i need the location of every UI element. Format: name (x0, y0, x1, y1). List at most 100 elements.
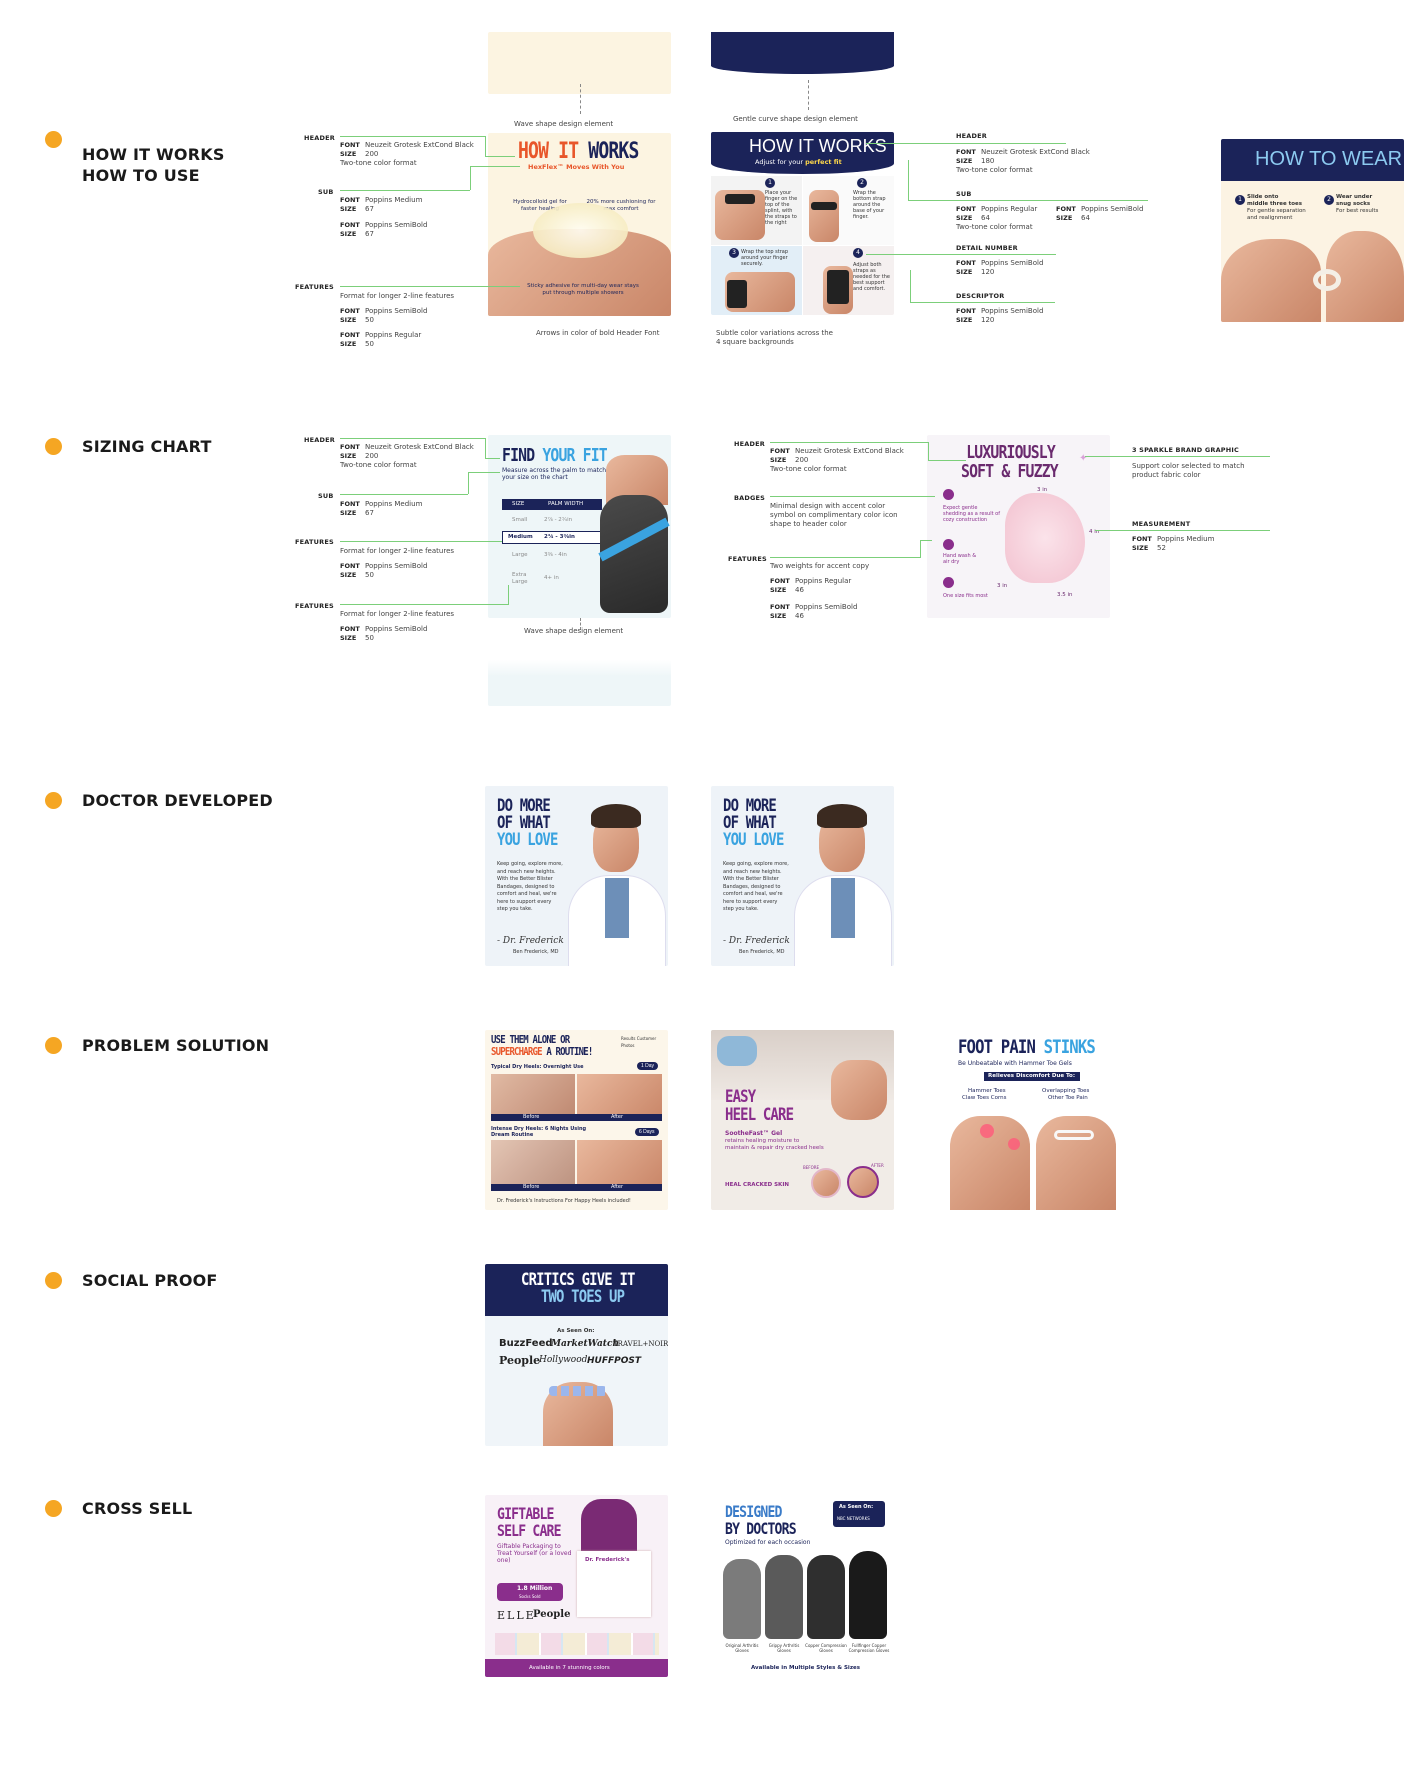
glove-1 (723, 1559, 761, 1639)
val: Minimal design with accent color (770, 502, 886, 510)
pain-highlight (980, 1124, 994, 1138)
card-how-it-works-splint: HOW IT WORKS Adjust for your perfect fit… (711, 132, 894, 315)
step-text-4: Adjust both straps as needed for the bes… (853, 262, 891, 292)
val: Poppins Medium (1157, 535, 1215, 543)
val: 67 (365, 205, 374, 213)
key: FONT (1132, 535, 1152, 543)
val: Format for longer 2-line features (340, 292, 455, 300)
val: 50 (365, 571, 374, 579)
section-label-problem-solution: PROBLEM SOLUTION (82, 1036, 270, 1055)
dashed-pointer (808, 80, 809, 110)
tag-features: FEATURES (295, 538, 334, 546)
doctor-hair (591, 804, 641, 828)
card-designed-by-doctors: DESIGNED BY DOCTORS As Seen On: NBC NETW… (711, 1495, 894, 1677)
badge-1-day: 1 Day (637, 1062, 659, 1070)
val: Two-tone color format (770, 465, 847, 473)
guide-line (340, 136, 485, 137)
bold: Slide onto (1247, 194, 1279, 200)
title-line: TWO TOES UP (540, 1287, 625, 1307)
val: 64 (981, 214, 990, 222)
customer-photos-label: Results Customer Photos (621, 1036, 657, 1048)
title-part-accent: STINKS (1043, 1036, 1096, 1058)
bullet-dot (45, 131, 62, 148)
guide-line (485, 438, 486, 458)
sparkle-icon: ✦ (1079, 453, 1088, 464)
key: SIZE (340, 571, 357, 579)
footer-band (485, 1659, 668, 1677)
doctor-shirt (605, 878, 629, 938)
note-minimal: Minimal design with accent color symbol … (770, 502, 898, 529)
key: FONT (770, 603, 790, 611)
val: 4 square backgrounds (716, 338, 794, 346)
size-table-header (502, 499, 602, 510)
after-label: After (611, 1184, 624, 1190)
signature: - Dr. Frederick (723, 936, 790, 946)
badge-text-2: Hand wash & air dry (943, 553, 977, 565)
key: SIZE (340, 316, 357, 324)
step-text-1: Place your finger on the top of the spli… (765, 190, 798, 226)
val: Poppins Regular (981, 205, 1038, 213)
step-number-2: 2 (857, 178, 867, 188)
key: FONT (340, 562, 360, 570)
logo-people: People (533, 1609, 571, 1620)
guide-line (770, 496, 935, 497)
social-title: CRITICS GIVE IT TWO TOES UP (521, 1272, 660, 1306)
note-gentle: Gentle curve shape design element (733, 115, 858, 123)
guide-line (485, 136, 486, 156)
badge-icon-1 (943, 489, 954, 500)
val: Format for longer 2-line features (340, 610, 455, 618)
guide-line (470, 166, 520, 167)
val: Two weights for accent copy (770, 562, 870, 570)
key: FONT (340, 141, 360, 149)
val: Two-tone color format (956, 223, 1033, 231)
key: SIZE (956, 316, 973, 324)
key: SIZE (770, 586, 787, 594)
blister-bandage (533, 203, 628, 258)
label-line: HOW IT WORKS (82, 145, 225, 164)
title-line: SELF CARE (497, 1521, 562, 1540)
callout-gel: Hydrocolloid gel for faster healing (513, 199, 567, 212)
val: 67 (365, 230, 374, 238)
glove-label-4: Fullfinger Copper Compression Gloves (848, 1643, 890, 1653)
doctor-body: Keep going, explore more, and reach new … (723, 861, 789, 912)
caption-bar (491, 1114, 662, 1121)
doctor-title: DO MORE OF WHAT YOU LOVE (723, 798, 797, 849)
guide-line (340, 494, 468, 495)
row-small-width: 2⅞ - 2¾in (544, 517, 573, 523)
note-support: Support color selected to match product … (1132, 462, 1245, 480)
tag-features: FEATURES (295, 283, 334, 291)
doctor-name: Ben Frederick, MD (739, 949, 785, 955)
glove-label-1: Original Arthritis Gloves (725, 1643, 759, 1653)
card-title: FIND YOUR FIT (502, 445, 630, 466)
key: SIZE (340, 150, 357, 158)
logo-huffpost: HUFFPOST (587, 1356, 642, 1366)
val: 46 (795, 612, 804, 620)
guide-line (770, 442, 928, 443)
tag-features: FEATURES (728, 555, 767, 563)
logo-elle: ELLE (497, 1609, 536, 1622)
tag-detail-number: DETAIL NUMBER (956, 244, 1018, 252)
badge-text-1: Expect gentle shedding as a result of co… (943, 505, 1000, 523)
sold-badge (497, 1583, 563, 1601)
col-palm: PALM WIDTH (548, 501, 584, 507)
key: SIZE (956, 214, 973, 222)
val: 180 (981, 157, 995, 165)
val: Two-tone color format (340, 159, 417, 167)
step-number-3: 3 (729, 248, 739, 258)
measure-bottom-right: 3.5 in (1057, 592, 1073, 598)
val: 200 (365, 150, 379, 158)
note-wave: Wave shape design element (514, 120, 614, 128)
seen-badge-network: NBC NETWORKS (837, 1516, 870, 1521)
card-doctor-2: DO MORE OF WHAT YOU LOVE Keep going, exp… (711, 786, 894, 966)
accent: SUPERCHARGE (491, 1045, 543, 1058)
guide-line (928, 460, 966, 461)
dashed-pointer (580, 618, 581, 630)
tag-sub: SUB (956, 190, 972, 198)
gift-box-label: Dr. Frederick's (585, 1557, 630, 1563)
row-medium-width: 2¾ - 3⅜in (544, 534, 575, 540)
